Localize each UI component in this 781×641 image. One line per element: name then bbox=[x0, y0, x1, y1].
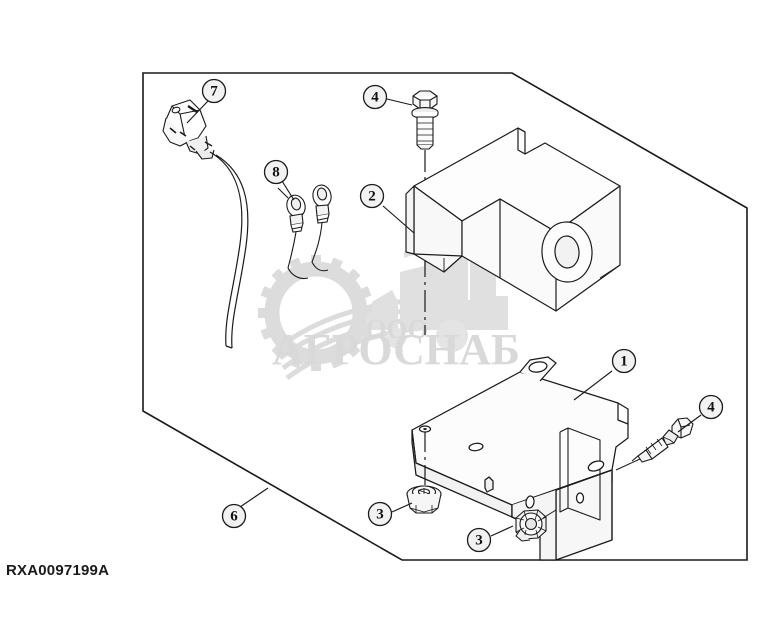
callout-1-label: 1 bbox=[620, 354, 628, 370]
callout-4-right-label: 4 bbox=[707, 400, 715, 416]
callout-2-label: 2 bbox=[368, 189, 376, 205]
part-number-label: RXA0097199A bbox=[6, 562, 110, 579]
callout-7[interactable]: 7 bbox=[201, 78, 227, 104]
flange-bolt-top bbox=[411, 90, 439, 150]
ring-terminal-right bbox=[311, 184, 332, 263]
leader-4-right bbox=[677, 414, 702, 433]
watermark-company-form: ООО bbox=[365, 314, 428, 344]
leader-1 bbox=[573, 370, 613, 401]
watermark-company-name: АГРОСНАБ bbox=[272, 325, 520, 374]
callout-8[interactable]: 8 bbox=[263, 159, 289, 185]
callout-6[interactable]: 6 bbox=[221, 503, 247, 529]
assembly-boundary bbox=[142, 72, 748, 561]
callout-6-label: 6 bbox=[230, 509, 238, 525]
flange-nut-lower bbox=[515, 509, 557, 542]
leader-7 bbox=[186, 100, 209, 124]
ring-terminal bbox=[277, 184, 332, 280]
callout-8-label: 8 bbox=[272, 165, 280, 181]
callout-3-left[interactable]: 3 bbox=[367, 501, 393, 527]
flange-nut-left bbox=[406, 485, 442, 514]
watermark: ООО АГРОСНАБ bbox=[258, 238, 520, 381]
leader-2 bbox=[382, 205, 415, 234]
leader-4-top bbox=[386, 98, 413, 106]
leader-3-lower bbox=[490, 525, 514, 537]
leader-3-left bbox=[391, 502, 413, 513]
controller-cover bbox=[405, 127, 621, 312]
callout-3-lower-label: 3 bbox=[475, 533, 483, 549]
callout-3-lower[interactable]: 3 bbox=[466, 527, 492, 553]
callout-7-label: 7 bbox=[210, 84, 218, 100]
wiring-harness-cable bbox=[209, 151, 249, 349]
ring-terminal-left bbox=[286, 194, 306, 269]
callout-4-top[interactable]: 4 bbox=[362, 84, 388, 110]
wiring-connector bbox=[162, 99, 215, 160]
leader-8 bbox=[281, 180, 295, 201]
callout-bubbles: 1 2 3 3 4 4 bbox=[201, 78, 724, 553]
callout-3-left-label: 3 bbox=[376, 507, 384, 523]
leader-6 bbox=[239, 487, 269, 508]
callout-4-right[interactable]: 4 bbox=[698, 394, 724, 420]
callout-4-top-label: 4 bbox=[371, 90, 379, 106]
callout-1[interactable]: 1 bbox=[611, 348, 637, 374]
callout-leaders bbox=[186, 98, 702, 537]
callout-2[interactable]: 2 bbox=[359, 183, 385, 209]
